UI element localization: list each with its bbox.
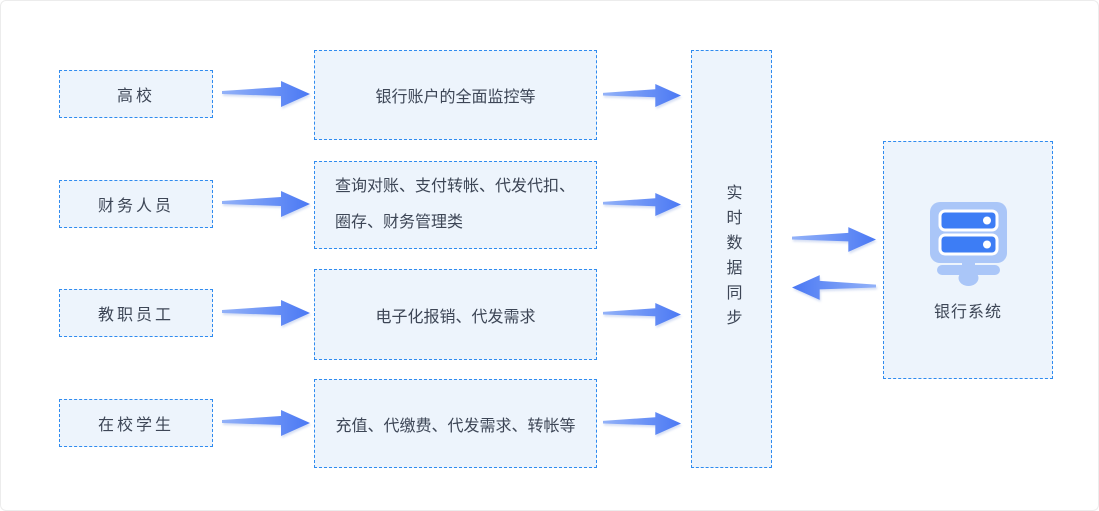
arrow-student-services-to-sync xyxy=(603,410,681,437)
node-faculty-staff: 教职员工 xyxy=(59,289,213,337)
node-reimbursement: 电子化报销、代发需求 xyxy=(314,269,597,360)
arrow-university-to-functions xyxy=(222,79,310,109)
arrow-students-to-functions xyxy=(222,408,310,438)
node-finance-staff: 财务人员 xyxy=(59,180,213,228)
node-realtime-sync: 实时数据同步 xyxy=(691,50,772,468)
node-student-services: 充值、代缴费、代发需求、转帐等 xyxy=(314,379,597,468)
finance-functions-line2: 圈存、财务管理类 xyxy=(335,214,464,231)
node-bank-system: 银行系统 xyxy=(883,141,1053,379)
arrow-bank-to-sync xyxy=(792,273,876,302)
arrow-faculty-to-functions xyxy=(222,298,310,328)
arrow-finance-functions-to-sync xyxy=(603,191,681,218)
arrow-sync-to-bank xyxy=(792,225,876,254)
node-students: 在校学生 xyxy=(59,399,213,447)
node-finance-functions: 查询对账、支付转帐、代发代扣、 圈存、财务管理类 xyxy=(314,161,597,249)
bank-system-label: 银行系统 xyxy=(933,304,1002,321)
arrow-monitoring-to-sync xyxy=(603,82,681,109)
node-account-monitoring: 银行账户的全面监控等 xyxy=(314,50,597,140)
arrow-reimbursement-to-sync xyxy=(603,301,681,328)
node-university: 高校 xyxy=(59,70,213,118)
arrow-finance-to-functions xyxy=(222,189,310,219)
realtime-sync-label: 实时数据同步 xyxy=(723,184,741,334)
finance-functions-line1: 查询对账、支付转帐、代发代扣、 xyxy=(335,178,576,195)
server-icon xyxy=(929,202,1008,288)
